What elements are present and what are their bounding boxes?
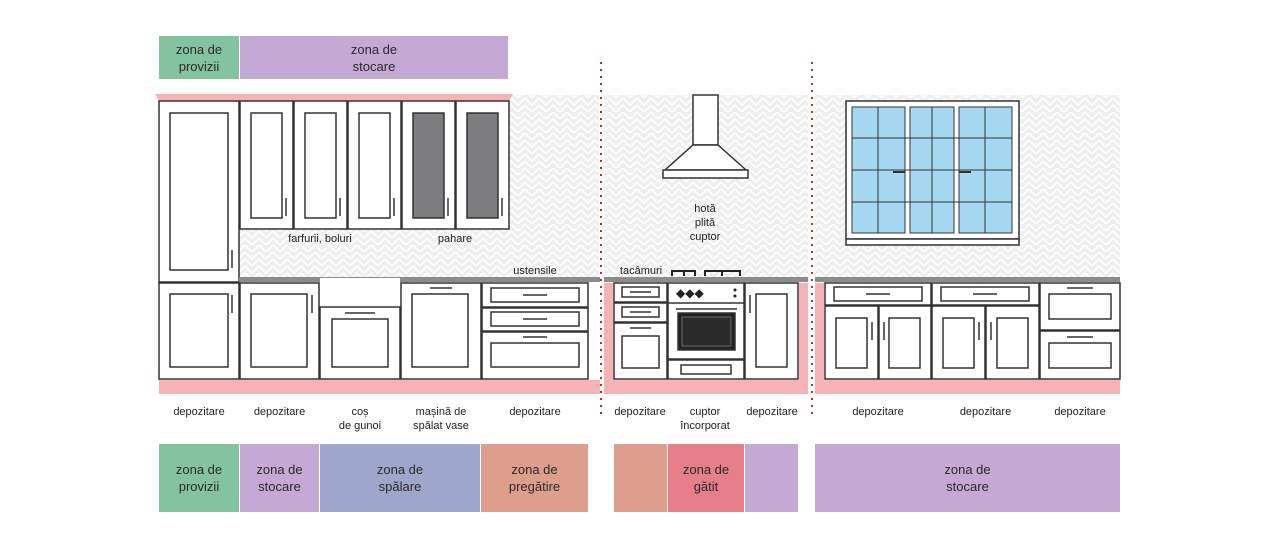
cooktop	[671, 270, 741, 276]
bottom-label-2: depozitare	[253, 406, 306, 418]
crown-molding	[155, 94, 513, 101]
label-pahare: pahare	[437, 233, 473, 245]
label-hota-plita-cuptor: hotă plită cuptor	[689, 203, 721, 243]
bottom-label-7: cuptor încorporat	[680, 406, 730, 432]
base-cabinets-right	[824, 282, 1121, 380]
plinth-right	[815, 380, 1120, 394]
bottom-label-8: depozitare	[746, 406, 798, 418]
label-farfurii: farfurii, boluri	[288, 233, 352, 245]
window	[845, 100, 1020, 246]
base-cabinets-left	[239, 278, 589, 380]
label-tacamuri: tacâmuri	[619, 265, 663, 277]
oven-knobs: ◆◆◆	[676, 286, 737, 300]
countertop-middle	[604, 277, 808, 282]
bottom-label-3: coș de gunoi	[338, 406, 382, 432]
bottom-label-6: depozitare	[614, 406, 666, 418]
plinth-left	[159, 380, 600, 394]
base-cabinets-middle	[613, 282, 799, 380]
label-ustensile: ustensile	[513, 265, 557, 277]
bottom-zone-pregatire: zona de pregătire	[481, 444, 588, 512]
countertop-left	[239, 277, 600, 282]
bottom-zone-stocare-3: zona de stocare	[815, 444, 1120, 512]
plinth-middle	[604, 380, 808, 394]
side-pink-middle	[799, 283, 808, 380]
bottom-label-11: depozitare	[1054, 406, 1106, 418]
svg-text:◆◆◆: ◆◆◆	[676, 286, 704, 300]
top-zone-stocare: zona de stocare	[240, 36, 508, 79]
top-zone-provizii: zona de provizii	[159, 36, 239, 79]
range-hood	[662, 94, 749, 179]
bottom-zone-provizii: zona de provizii	[159, 444, 239, 512]
bottom-zone-gatit: zona de gătit	[668, 444, 744, 512]
bottom-zone-stocare-2	[745, 444, 798, 512]
bottom-zone-stocare-1: zona de stocare	[240, 444, 319, 512]
bottom-label-10: depozitare	[959, 406, 1012, 418]
side-pink-right	[815, 283, 824, 380]
side-pink-left	[604, 283, 613, 380]
pantry-cabinet	[158, 100, 240, 380]
upper-cabinets	[239, 100, 510, 230]
bottom-zone-spalare: zona de spălare	[320, 444, 480, 512]
bottom-label-5: depozitare	[509, 406, 561, 418]
bottom-label-1: depozitare	[173, 406, 225, 418]
bottom-label-4: mașină de spălat vase	[413, 406, 469, 432]
bottom-zone-pregatire-2	[614, 444, 667, 512]
countertop-right	[815, 277, 1120, 282]
bottom-label-9: depozitare	[852, 406, 904, 418]
